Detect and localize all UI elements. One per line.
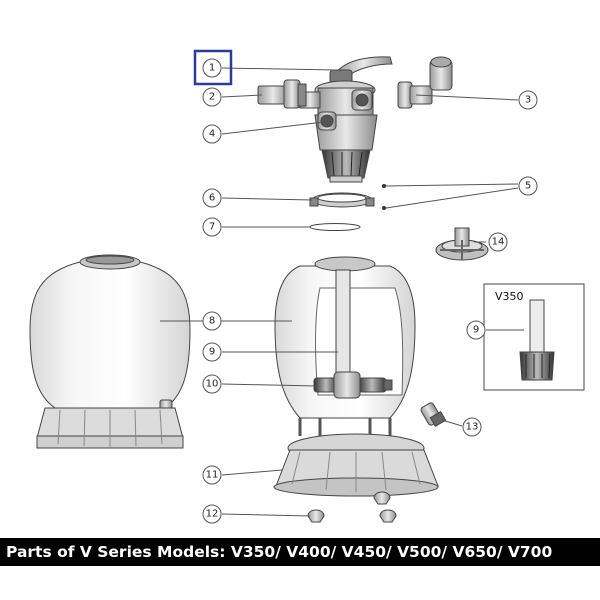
filter-tank-exterior bbox=[29, 254, 191, 449]
callout-1[interactable]: 1 bbox=[202, 58, 222, 78]
svg-text:12: 12 bbox=[206, 509, 219, 520]
leader-lines bbox=[160, 67, 524, 517]
svg-text:8: 8 bbox=[209, 316, 215, 327]
o-ring bbox=[309, 223, 361, 231]
svg-text:9: 9 bbox=[209, 347, 215, 358]
multiport-valve bbox=[299, 56, 393, 183]
clamp-ring bbox=[309, 192, 375, 208]
svg-text:4: 4 bbox=[209, 129, 215, 140]
callout-9-inset[interactable]: 9 bbox=[466, 320, 486, 340]
screw bbox=[382, 206, 386, 210]
inset-title: V350 bbox=[495, 290, 524, 303]
svg-text:1: 1 bbox=[209, 63, 215, 74]
drain-plug bbox=[420, 402, 447, 428]
callout-4[interactable]: 4 bbox=[202, 124, 222, 144]
callout-14[interactable]: 14 bbox=[488, 232, 508, 252]
callout-6[interactable]: 6 bbox=[202, 188, 222, 208]
svg-text:2: 2 bbox=[209, 92, 215, 103]
callout-13[interactable]: 13 bbox=[462, 417, 482, 437]
filter-tank-cutaway bbox=[274, 256, 416, 440]
callout-11[interactable]: 11 bbox=[202, 465, 222, 485]
models-banner: Parts of V Series Models: V350/ V400/ V4… bbox=[0, 538, 600, 566]
svg-text:13: 13 bbox=[466, 422, 479, 433]
drain-cap bbox=[435, 227, 489, 261]
selection-box bbox=[193, 49, 233, 86]
mounting-clips bbox=[307, 491, 397, 523]
svg-text:3: 3 bbox=[525, 95, 531, 106]
v350-inset: V350 bbox=[483, 283, 585, 391]
union-fitting-left bbox=[257, 79, 307, 109]
svg-text:14: 14 bbox=[492, 237, 505, 248]
base-stand bbox=[273, 433, 439, 497]
svg-text:6: 6 bbox=[209, 193, 215, 204]
callout-9[interactable]: 9 bbox=[202, 342, 222, 362]
callout-3[interactable]: 3 bbox=[518, 90, 538, 110]
svg-text:10: 10 bbox=[206, 379, 219, 390]
union-fitting-right bbox=[397, 56, 453, 109]
callout-2[interactable]: 2 bbox=[202, 87, 222, 107]
svg-text:11: 11 bbox=[206, 470, 219, 481]
callout-7[interactable]: 7 bbox=[202, 217, 222, 237]
screw bbox=[382, 184, 386, 188]
callout-10[interactable]: 10 bbox=[202, 374, 222, 394]
svg-text:5: 5 bbox=[525, 181, 531, 192]
svg-text:9: 9 bbox=[473, 325, 479, 336]
callout-12[interactable]: 12 bbox=[202, 504, 222, 524]
callout-5[interactable]: 5 bbox=[518, 176, 538, 196]
callout-8[interactable]: 8 bbox=[202, 311, 222, 331]
svg-text:7: 7 bbox=[209, 222, 215, 233]
